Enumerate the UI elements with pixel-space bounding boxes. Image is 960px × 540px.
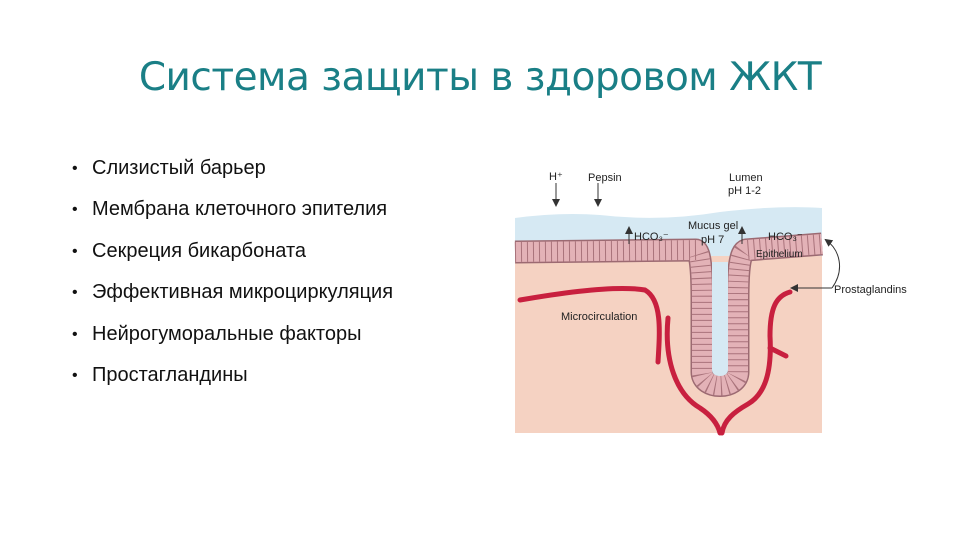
flow-arrows xyxy=(552,183,841,292)
label-pepsin: Pepsin xyxy=(588,172,622,184)
label-hco3-left: HCO₃⁻ xyxy=(634,231,669,243)
bullet-list: •Слизистый барьер •Мембрана клеточного э… xyxy=(72,148,393,396)
label-lumen: Lumen xyxy=(729,172,763,184)
slide-title: Система защиты в здоровом ЖКТ xyxy=(138,55,822,100)
label-epithelium: Epithelium xyxy=(756,249,803,260)
label-lumen-ph: pH 1-2 xyxy=(728,185,761,197)
label-prostaglandins: Prostaglandins xyxy=(834,284,907,296)
bullet-text: Секреция бикарбоната xyxy=(92,239,307,262)
bullet-item: •Эффективная микроциркуляция xyxy=(72,281,394,304)
label-mucus-ph: pH 7 xyxy=(701,234,724,246)
bullet-item: •Слизистый барьер xyxy=(72,157,266,179)
bullet-text: Простагландины xyxy=(92,364,248,387)
gastric-pit xyxy=(712,262,728,376)
bullet-text: Нейрогуморальные факторы xyxy=(92,322,362,345)
bullet-item: •Простагландины xyxy=(72,364,248,387)
bullet-text: Мембрана клеточного эпителия xyxy=(92,198,388,221)
microcirculation-vessels xyxy=(517,285,793,436)
label-hco3-right: HCO₃⁻ xyxy=(768,231,803,243)
epithelium-fill xyxy=(514,234,823,396)
bullet-item: •Нейрогуморальные факторы xyxy=(72,322,362,345)
bullet-text: Слизистый барьер xyxy=(92,157,266,179)
label-h-plus: H⁺ xyxy=(549,171,563,183)
bullet-text: Эффективная микроциркуляция xyxy=(92,281,394,304)
label-mucus-gel: Mucus gel xyxy=(688,220,738,232)
gastric-mucosa-diagram: H⁺ Pepsin Lumen pH 1-2 Mucus gel pH 7 HC… xyxy=(514,171,907,436)
bullet-item: •Мембрана клеточного эпителия xyxy=(72,198,388,221)
label-microcirculation: Microcirculation xyxy=(561,311,637,323)
bullet-item: •Секреция бикарбоната xyxy=(72,239,307,262)
